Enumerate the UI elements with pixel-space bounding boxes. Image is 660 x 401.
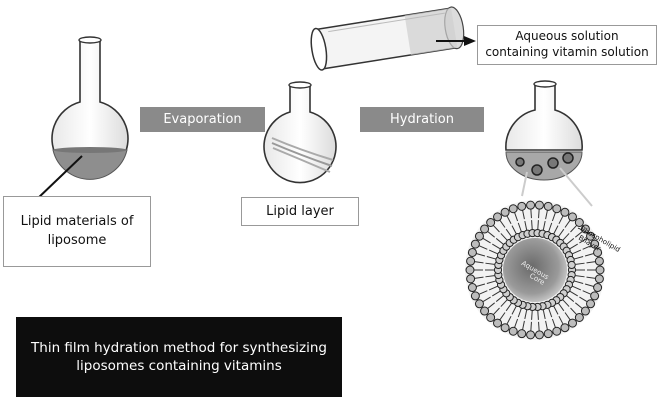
step-evaporation: Evaporation (140, 107, 265, 132)
pointer-line (35, 155, 83, 201)
step-hydration: Hydration (360, 107, 484, 132)
label-lipid-layer: Lipid layer (241, 197, 359, 226)
flask-hydration (505, 80, 593, 207)
liposome-detail (465, 200, 605, 340)
caption: Thin film hydration method for synthesiz… (16, 317, 342, 397)
beaker (310, 6, 465, 71)
label-aqueous-solution: Aqueous solution containing vitamin solu… (477, 25, 657, 65)
label-lipid-materials: Lipid materials of liposome (3, 196, 151, 267)
flask-lipid-layer (263, 81, 337, 184)
flask-lipid-materials (51, 36, 129, 180)
liposome-particles (515, 152, 574, 176)
arrowhead-icon (464, 36, 476, 46)
